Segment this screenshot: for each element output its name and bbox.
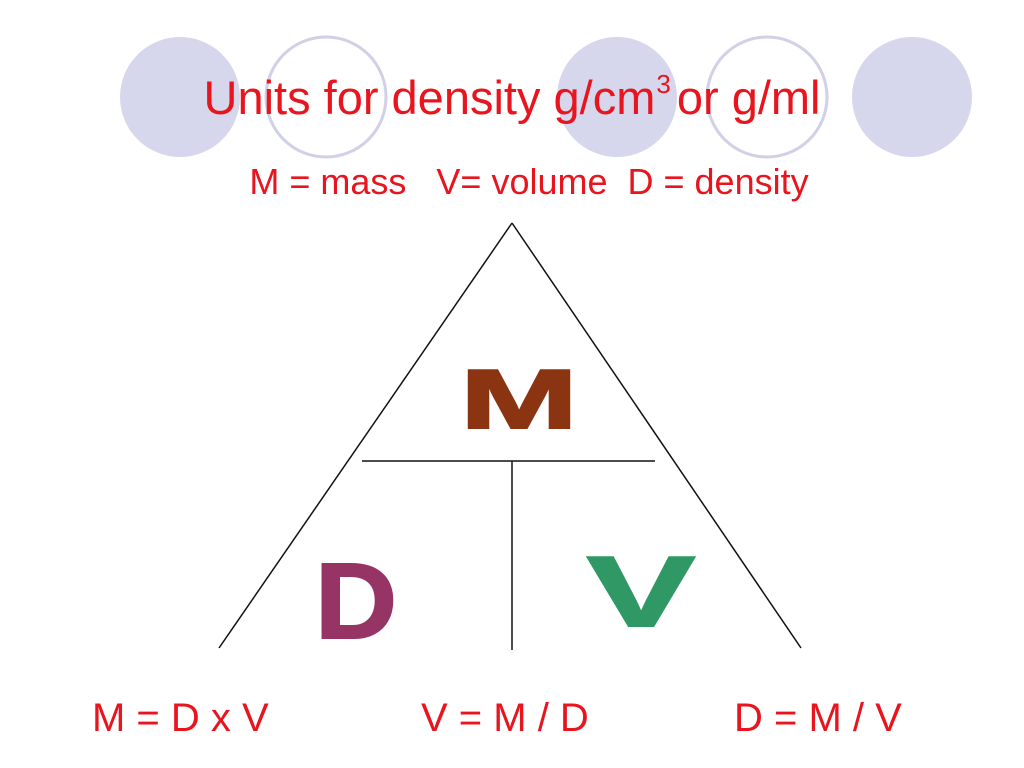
decor-circle-2 bbox=[264, 35, 388, 159]
decor-circle-4 bbox=[705, 35, 829, 159]
triangle-left-side bbox=[218, 222, 513, 649]
decor-circle-5 bbox=[852, 37, 972, 157]
formula-row: M = D x V V = M / D D = M / V bbox=[0, 692, 1024, 748]
triangle-right-side bbox=[511, 222, 802, 649]
formula-mass: M = D x V bbox=[92, 696, 269, 740]
triangle-letter-m: M bbox=[460, 352, 578, 446]
decor-circle-3 bbox=[557, 37, 677, 157]
decor-circle-1 bbox=[120, 37, 240, 157]
formula-volume: V = M / D bbox=[421, 696, 589, 740]
formula-density: D = M / V bbox=[734, 696, 902, 740]
triangle-letter-v: V bbox=[587, 536, 695, 648]
title-suffix: or g/ml bbox=[676, 71, 821, 124]
variable-definitions: M = mass V= volume D = density bbox=[249, 161, 809, 202]
title-superscript: 3 bbox=[656, 69, 671, 100]
title-text: Units for density g/cm bbox=[203, 71, 656, 124]
triangle-letter-d: D bbox=[315, 540, 397, 661]
